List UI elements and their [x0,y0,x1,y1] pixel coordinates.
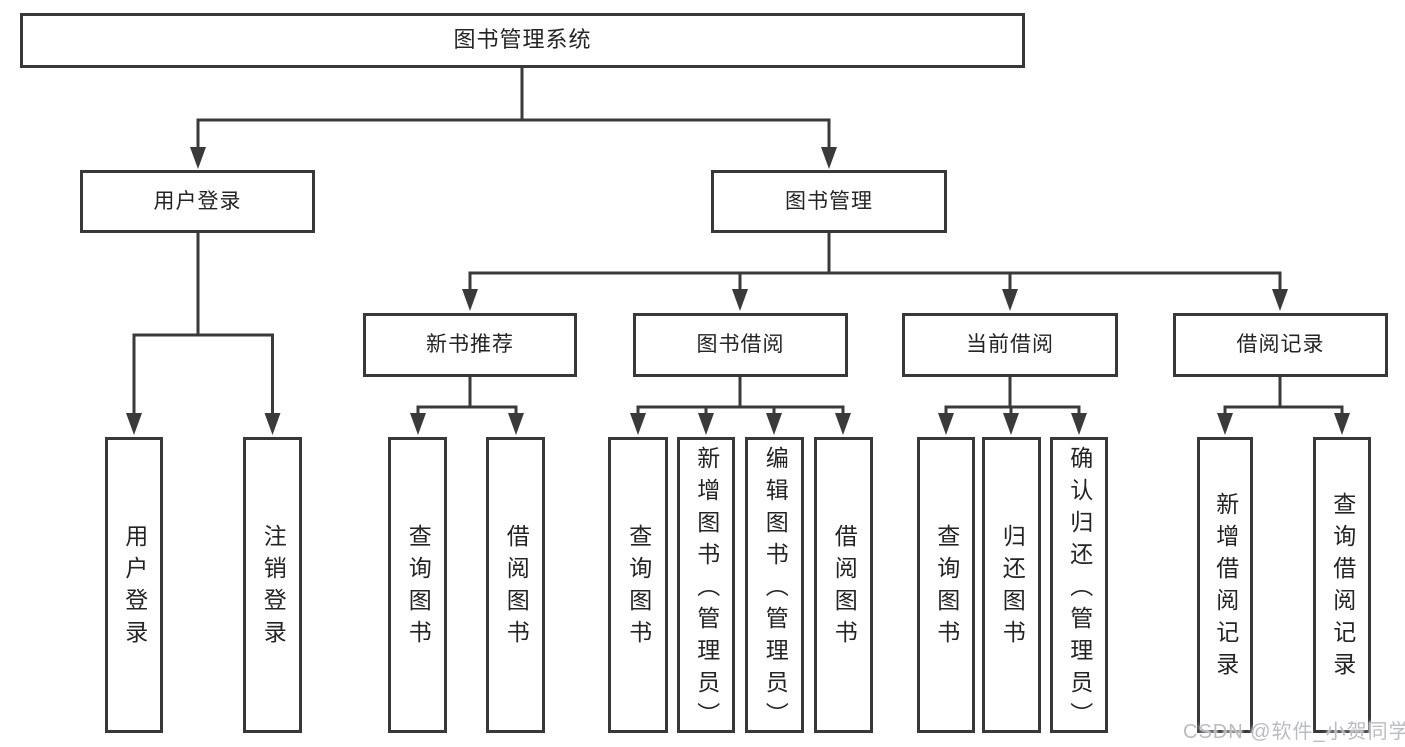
node-new-book-recommend: 新书推荐 [363,313,577,377]
node-label: 用户登录 [121,524,148,652]
node-book-management: 图书管理 [711,170,947,233]
leaf-confirm-return-admin: 确认归还（管理员） [1050,437,1108,734]
node-label: 查询图书 [933,524,960,652]
node-label: 图书管理 [785,189,873,213]
node-label: 查询借阅记录 [1329,492,1356,684]
connector-new-book-recommend-to-leaves [410,377,524,435]
leaf-logout: 注销登录 [243,437,302,733]
node-book-borrow: 图书借阅 [633,313,848,377]
node-label: 用户登录 [153,189,242,213]
connector-user-login-to-leaves [126,233,281,435]
node-label: 图书借阅 [696,333,785,357]
node-label: 查询图书 [405,524,432,652]
leaf-edit-books-admin: 编辑图书（管理员） [745,437,804,734]
node-label: 查询图书 [625,524,652,652]
leaf-borrow-books-2: 借阅图书 [814,437,873,733]
leaf-user-login: 用户登录 [105,437,163,733]
node-label: 借阅记录 [1236,333,1325,357]
node-label: 图书管理系统 [453,27,592,53]
leaf-add-borrow-record: 新增借阅记录 [1197,437,1253,733]
node-label: 编辑图书（管理员） [762,446,789,734]
node-label: 归还图书 [999,524,1026,652]
connector-book-management-to-level3 [462,233,1288,311]
node-label: 确认归还（管理员） [1066,446,1093,734]
connector-book-borrow-to-leaves [630,377,851,435]
node-label: 借阅图书 [503,524,530,652]
node-label: 新增图书（管理员） [693,446,720,734]
leaf-add-books-admin: 新增图书（管理员） [677,437,735,734]
node-user-login: 用户登录 [80,170,315,233]
leaf-borrow-books-1: 借阅图书 [486,437,545,733]
node-library-management-system: 图书管理系统 [20,13,1025,68]
node-label: 新书推荐 [426,333,514,357]
leaf-query-borrow-record: 查询借阅记录 [1313,437,1371,733]
node-current-borrow: 当前借阅 [902,313,1118,377]
leaf-query-books-1: 查询图书 [388,437,447,733]
connector-borrow-records-to-leaves [1217,377,1350,435]
csdn-watermark: CSDN @软件_小贺同学 [1183,721,1405,743]
node-borrow-records: 借阅记录 [1173,313,1388,377]
connector-current-borrow-to-leaves [938,377,1087,435]
node-label: 注销登录 [260,524,287,652]
node-label: 借阅图书 [831,524,858,652]
connector-root-to-level2 [190,68,837,169]
leaf-query-books-2: 查询图书 [608,437,668,733]
leaf-return-books: 归还图书 [982,437,1041,733]
node-label: 当前借阅 [966,333,1054,357]
leaf-query-books-3: 查询图书 [917,437,975,733]
node-label: 新增借阅记录 [1212,492,1239,684]
